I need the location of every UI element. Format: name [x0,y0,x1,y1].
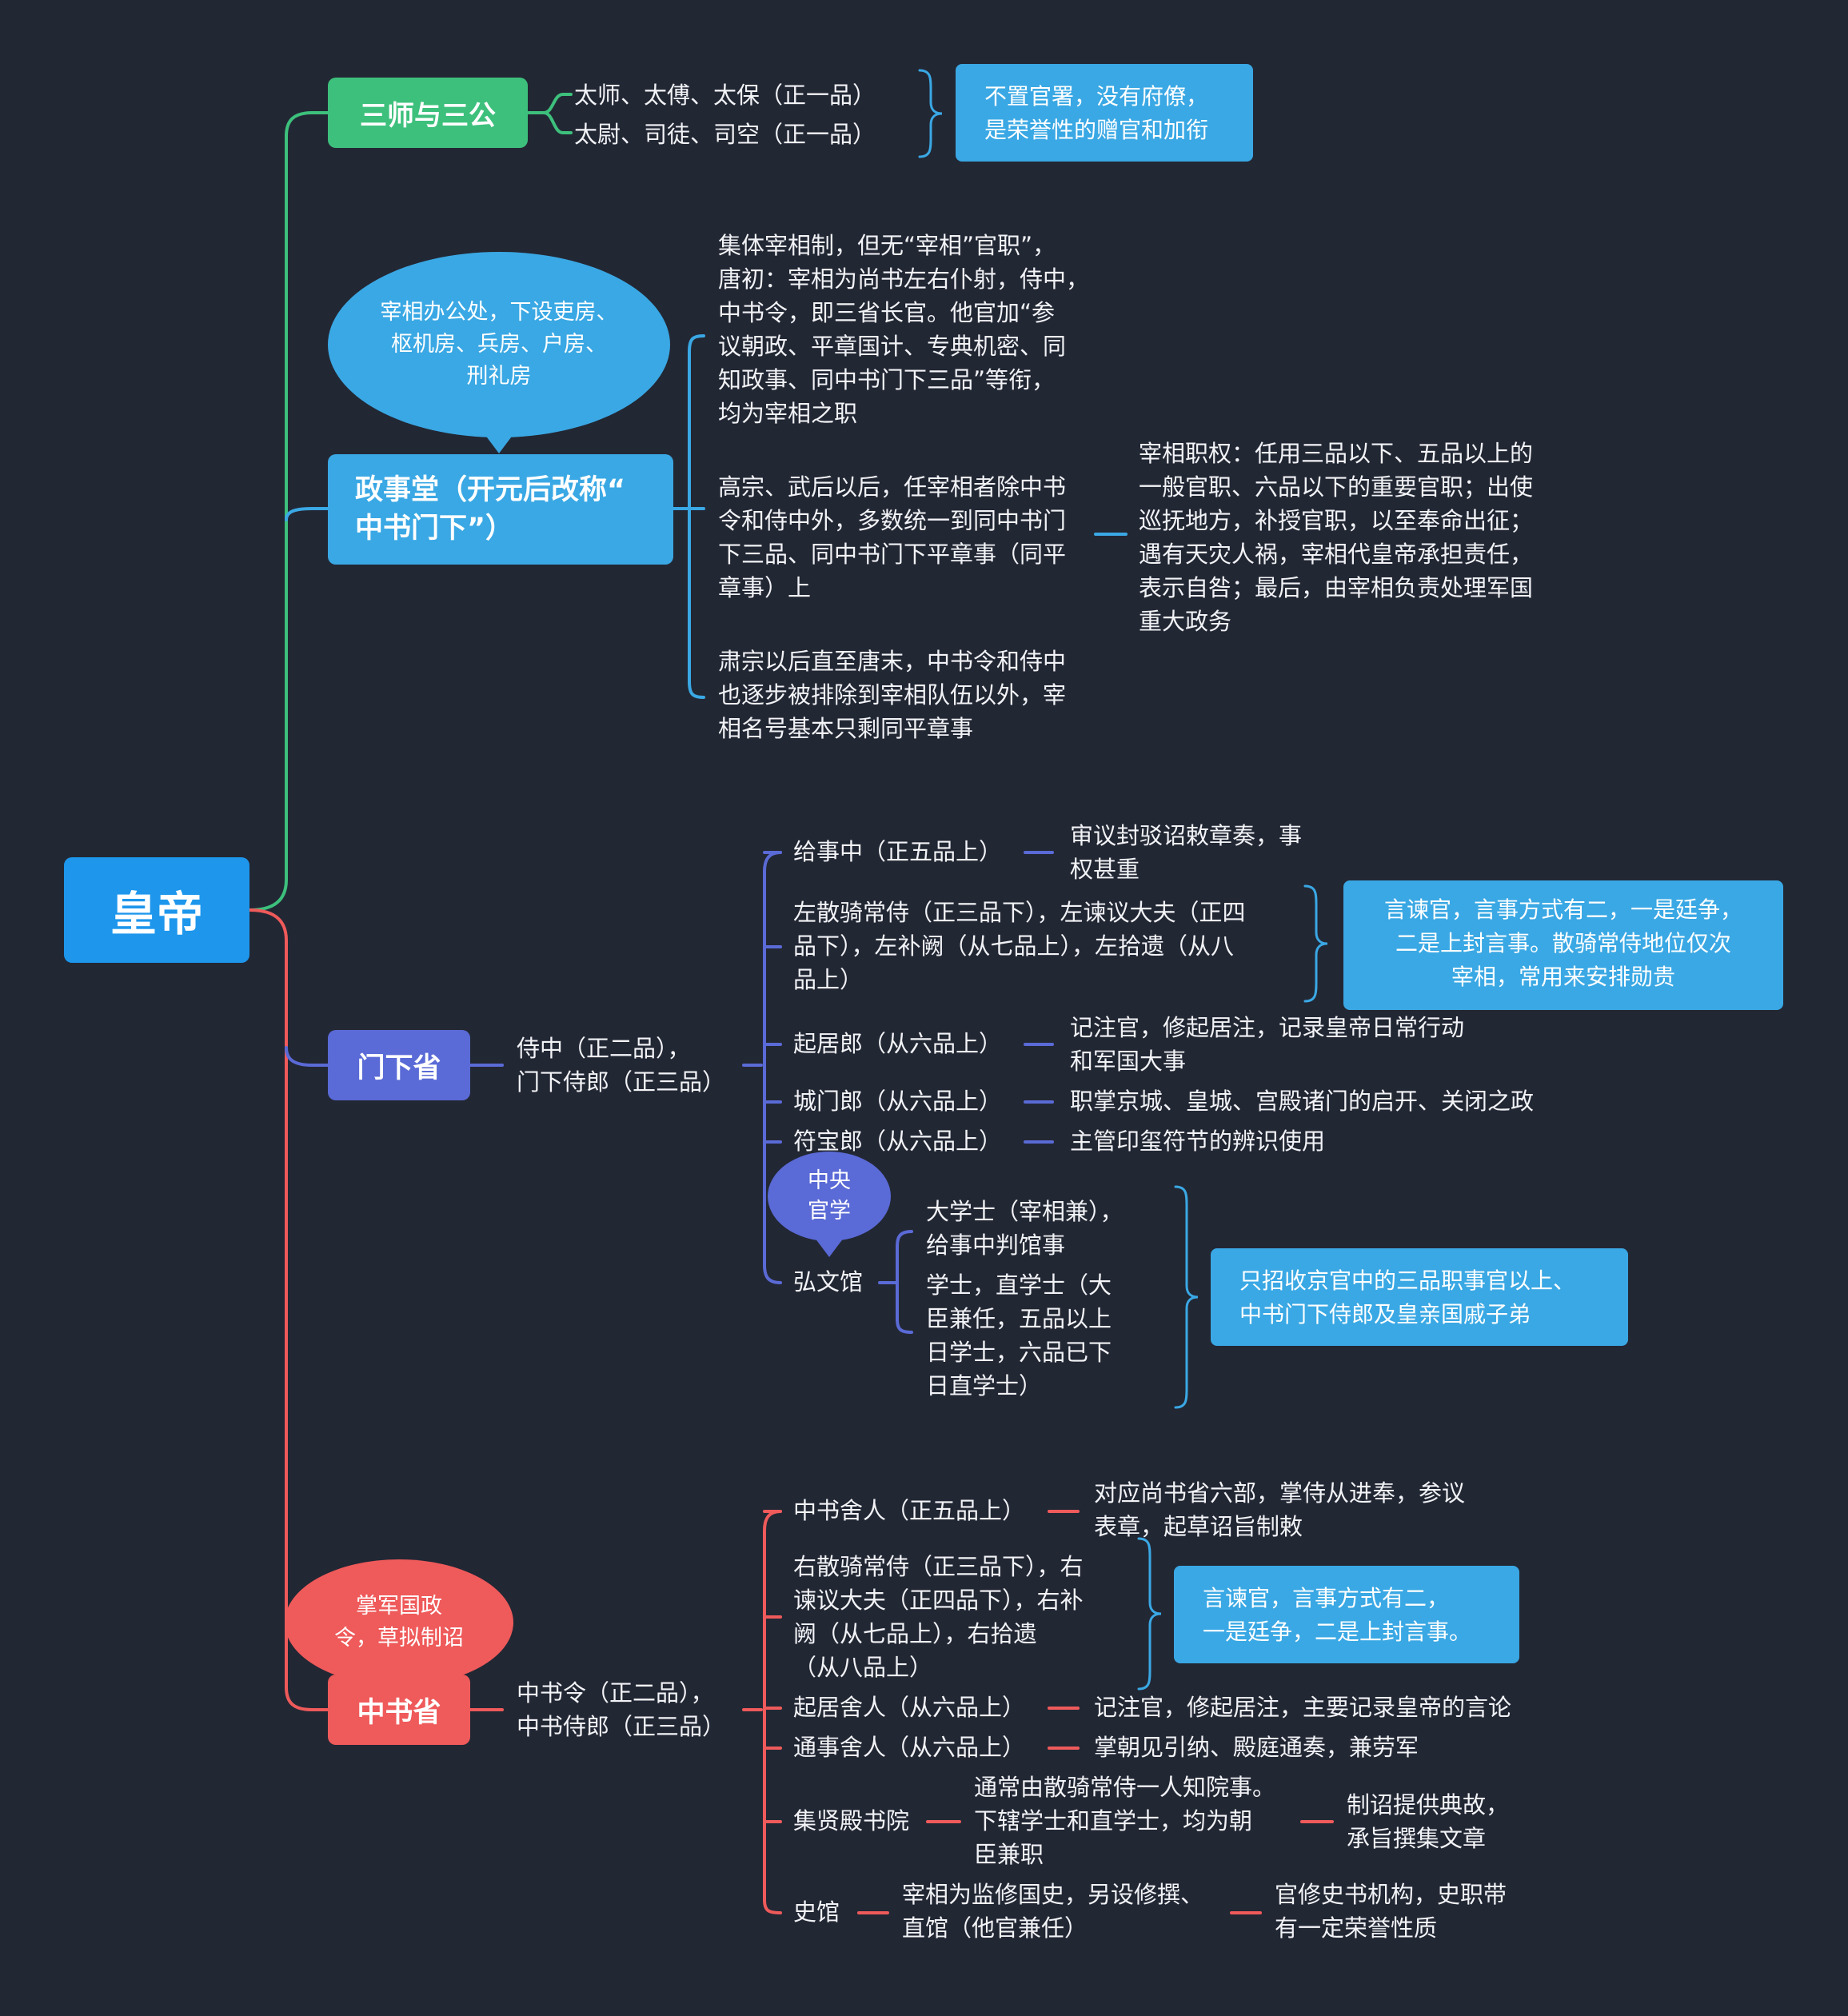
trunk-green [248,111,329,912]
zhongshu-item-shiguan: 史馆 [793,1898,840,1926]
hongwenguan-note: 只招收京官中的三品职事官以上、 中书门下侍郎及皇亲国戚子弟 [1211,1248,1628,1346]
menxia-desc-qijulang: 记注官，修起居注，记录皇帝日常行动 和军国大事 [1070,1014,1465,1075]
sanshi-split [526,93,573,134]
menxia-desc-jishizhong: 审议封驳诏敕章奏，事 权甚重 [1070,822,1303,883]
zhongshu-head: 中书令（正二品）， 中书侍郎（正三品） [517,1679,726,1740]
hongwenguan-bubble: 中央 官学 [768,1152,891,1241]
menxia-desc-fubaolang: 主管印玺符节的辨识使用 [1070,1128,1326,1155]
trunk-blue [285,507,329,521]
zhongshu-desc2-shiguan: 官修史书机构，史职带 有一定荣誉性质 [1275,1881,1507,1942]
menxia-item-left-jianguan: 左散骑常侍（正三品下），左谏议大夫（正四 品下），左补阙（从七品上），左拾遗（从… [793,899,1246,993]
menxia-head: 侍中（正二品）， 门下侍郎（正三品） [517,1035,726,1096]
menxia-jianguan-note: 言谏官，言事方式有二，一是廷争， 二是上封言事。散骑常侍地位仅次 宰相，常用来安… [1343,880,1783,1010]
menxia-item-fubaolang: 符宝郎（从六品上） [793,1128,1003,1155]
branch-menxiasheng[interactable]: 门下省 [328,1030,470,1100]
menxia-desc-chengmenlang: 职掌京城、皇城、宫殿诸门的启开、关闭之政 [1070,1088,1535,1115]
zhongshu-item-jixiandian: 集贤殿书院 [793,1807,910,1834]
zhongshu-bracket [763,1510,782,1914]
zhongshu-item-qijusheren: 起居舍人（从六品上） [793,1694,1026,1721]
hongwenguan-sub-xueshi: 学士，直学士（大 臣兼任，五品以上 日学士，六品已下 日直学士） [926,1271,1112,1399]
hongwen-bracket [896,1230,913,1334]
sanshi-item-2: 太尉、司徒、司空（正一品） [574,121,876,148]
trunk-red [248,908,329,1711]
zhengshitang-para-2-detail: 宰相职权：任用三品以下、五品以上的 一般官职、六品以下的重要官职；出使 巡抚地方… [1139,440,1534,635]
menxia-item-chengmenlang: 城门郎（从六品上） [793,1088,1003,1115]
branch-zhengshitang[interactable]: 政事堂（开元后改称“ 中书门下”） [328,454,673,565]
trunk-indigo [285,1046,329,1067]
zhongshu-item-sheren: 中书舍人（正五品上） [793,1497,1026,1524]
zhongshu-desc-sheren: 对应尚书省六部，掌侍从进奉，参议 表章，起草诏旨制敕 [1094,1479,1466,1540]
zhengshitang-para-2: 高宗、武后以后，任宰相者除中书 令和侍中外，多数统一到同中书门 下三品、同中书门… [718,473,1067,601]
zhongshu-desc-jixiandian: 通常由散骑常侍一人知院事。 下辖学士和直学士，均为朝 臣兼职 [974,1774,1276,1868]
zhongshu-desc-qijusheren: 记注官，修起居注，主要记录皇帝的言论 [1094,1694,1512,1721]
zhongshusheng-bubble: 掌军国政 令，草拟制诏 [285,1559,513,1686]
branch-zhongshusheng[interactable]: 中书省 [328,1675,470,1745]
sanshi-brace [918,69,943,158]
zhongshu-item-tongshisheren: 通事舍人（从六品上） [793,1734,1026,1761]
menxia-bracket [763,851,782,1284]
zhongshu-jianguan-note: 言谏官，言事方式有二， 一是廷争，二是上封言事。 [1174,1566,1519,1663]
zhengshitang-bubble: 宰相办公处，下设吏房、 枢机房、兵房、户房、 刑礼房 [328,252,670,437]
zhengshitang-para-1: 集体宰相制，但无“宰相”官职”， 唐初：宰相为尚书左右仆射，侍中， 中书令，即三… [718,232,1090,427]
zhongshu-desc-tongshisheren: 掌朝见引纳、殿庭通奏，兼劳军 [1094,1734,1419,1761]
sanshi-item-1: 太师、太傅、太保（正一品） [574,82,876,109]
menxia-item-qijulang: 起居郎（从六品上） [793,1030,1003,1057]
zhongshu-desc2-jixiandian: 制诏提供典故， 承旨撰集文章 [1347,1791,1510,1852]
branch-sanshi-sangong[interactable]: 三师与三公 [328,78,528,148]
zhongshu-desc-shiguan: 宰相为监修国史，另设修撰、 直馆（他官兼任） [902,1881,1204,1942]
zhongshu-jianguan-brace [1137,1537,1162,1691]
menxia-item-hongwenguan: 弘文馆 [793,1268,864,1295]
root-node-emperor[interactable]: 皇帝 [64,857,249,963]
menxia-jianguan-brace [1303,884,1328,1003]
menxia-item-jishizhong: 给事中（正五品上） [793,838,1003,865]
hongwenguan-sub-daxueshi: 大学士（宰相兼）， 给事中判馆事 [926,1198,1124,1259]
zhengshitang-para-3: 肃宗以后直至唐末，中书令和侍中 也逐步被排除到宰相队伍以外，宰 相名号基本只剩同… [718,648,1067,742]
zst-bracket [688,334,705,699]
hongwen-brace [1174,1185,1199,1409]
zhongshu-item-right-jianguan: 右散骑常侍（正三品下），右 谏议大夫（正四品下），右补 阙（从七品上），右拾遗 … [793,1553,1084,1681]
sanshi-note: 不置官署，没有府僚， 是荣誉性的赠官和加衔 [956,64,1253,162]
